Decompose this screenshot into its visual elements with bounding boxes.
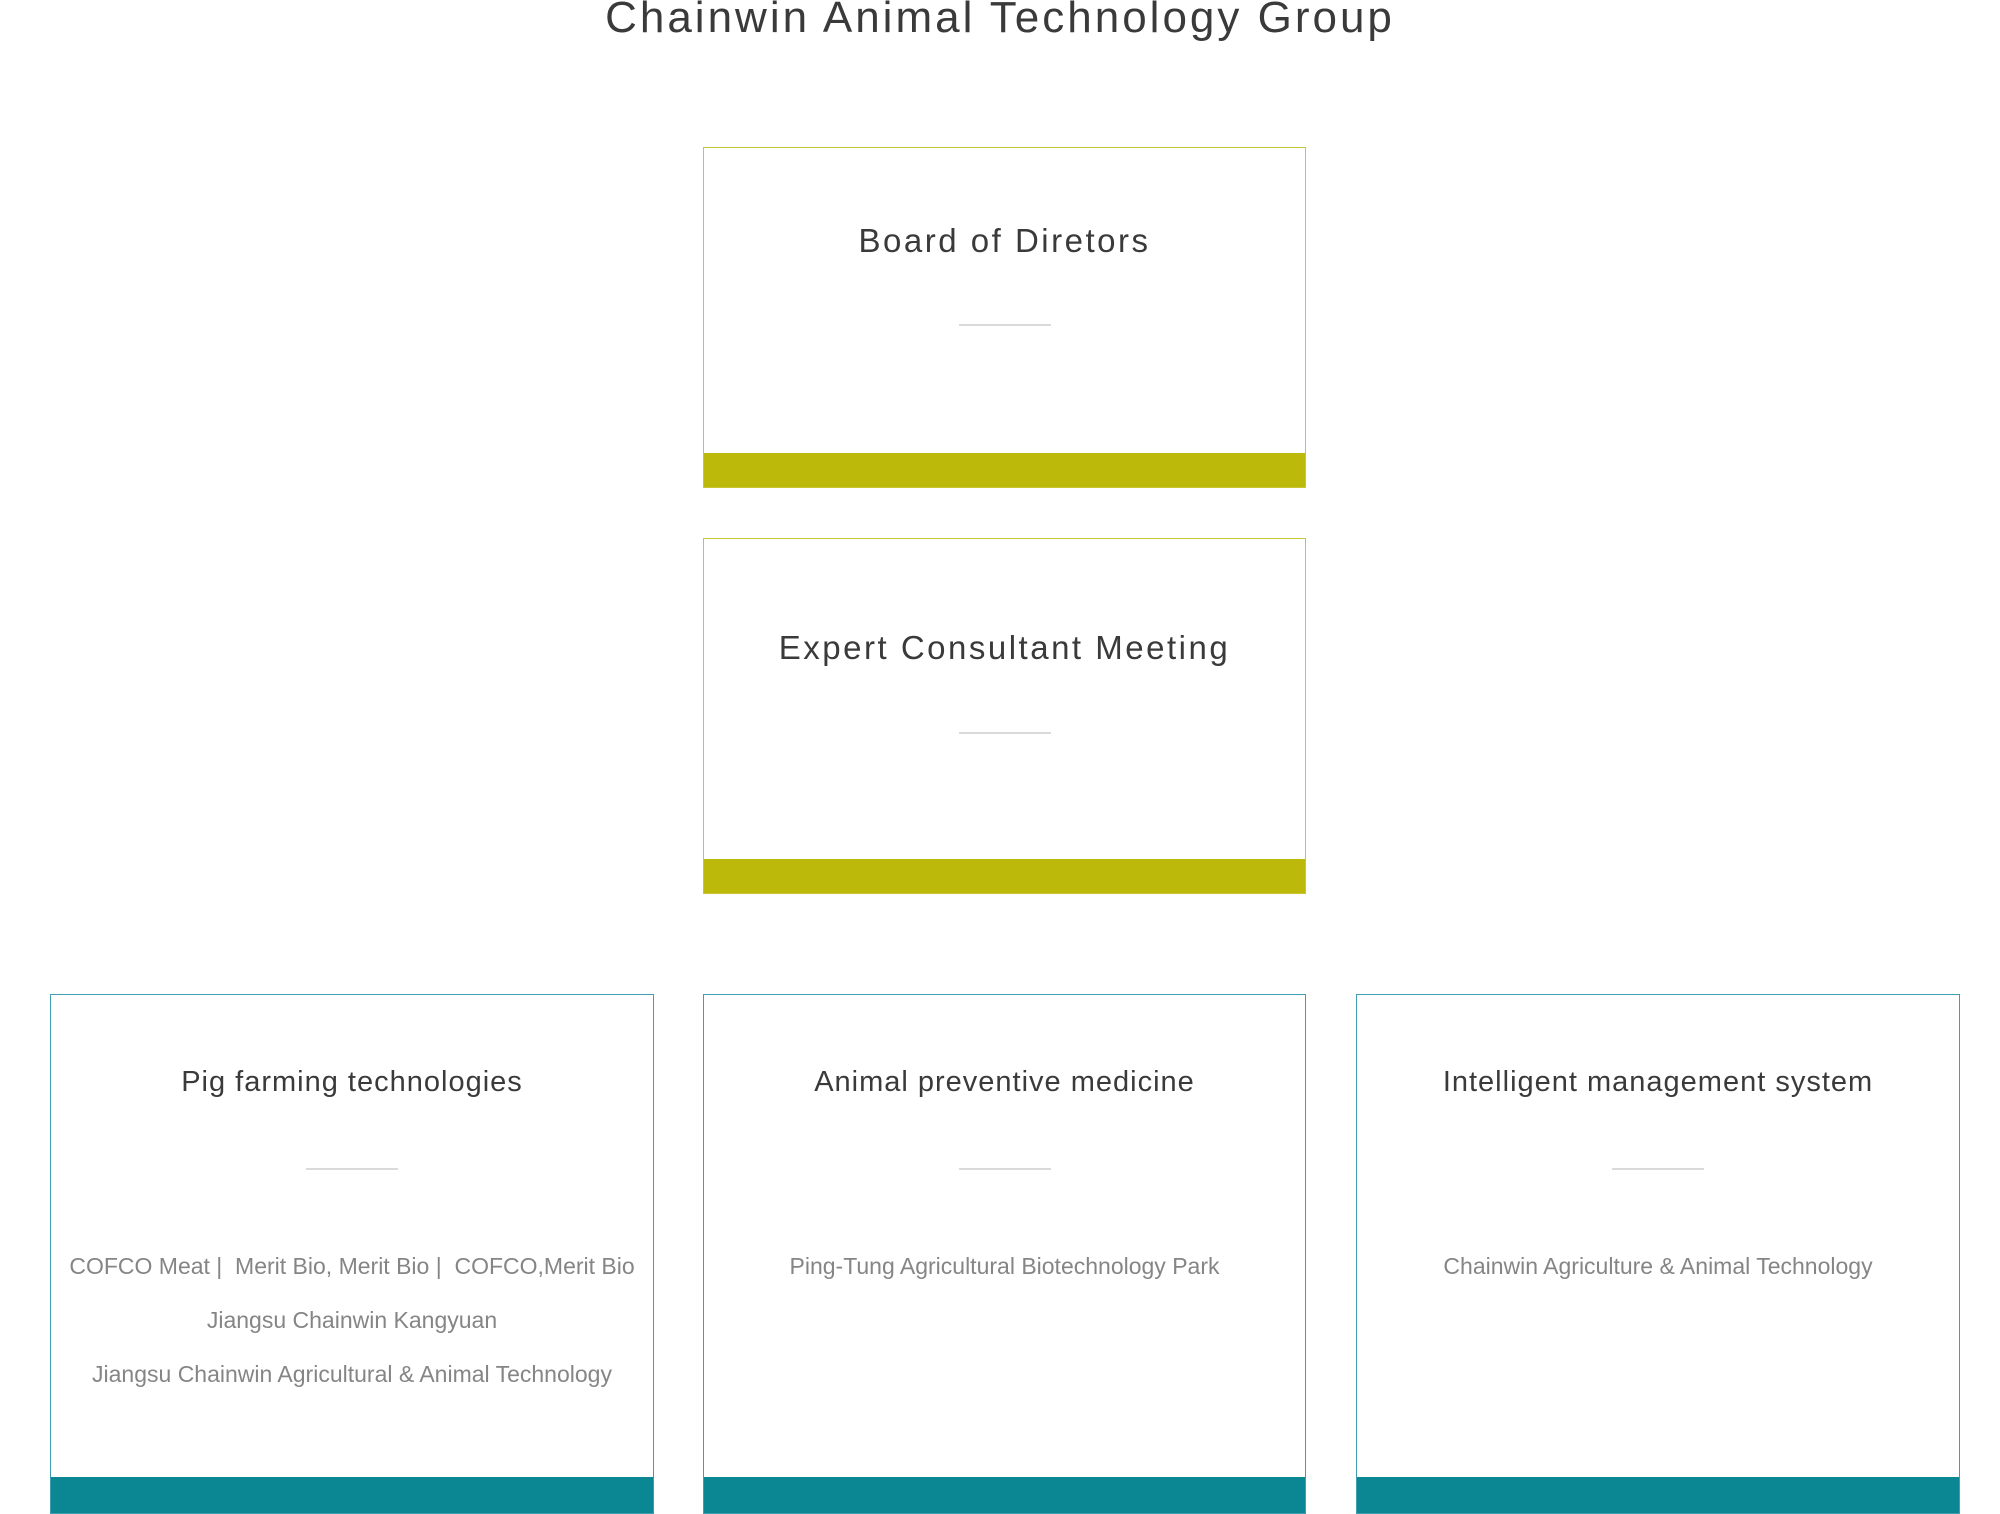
card-title: Intelligent management system	[1442, 1066, 1874, 1098]
card-accent-bar	[704, 859, 1305, 893]
company-list: COFCO Meat | Merit Bio, Merit Bio | COFC…	[51, 1239, 653, 1401]
list-item: Jiangsu Chainwin Agricultural & Animal T…	[92, 1361, 612, 1387]
card-accent-bar	[704, 453, 1305, 487]
card-title: Expert Consultant Meeting	[778, 629, 1231, 666]
card-divider	[958, 324, 1051, 326]
card-divider	[958, 732, 1051, 734]
list-item: Ping-Tung Agricultural Biotechnology Par…	[789, 1253, 1220, 1279]
intelligent-management-system-card: Intelligent management system Chainwin A…	[1356, 994, 1960, 1514]
list-item: COFCO Meat | Merit Bio, Merit Bio | COFC…	[69, 1253, 635, 1279]
card-accent-bar	[1357, 1477, 1959, 1513]
card-title: Animal preventive medicine	[814, 1066, 1195, 1098]
company-list: Ping-Tung Agricultural Biotechnology Par…	[704, 1239, 1305, 1293]
board-of-directors-card: Board of Diretors	[703, 147, 1306, 488]
page-title: Chainwin Animal Technology Group	[605, 0, 1395, 42]
animal-preventive-medicine-card: Animal preventive medicine Ping-Tung Agr…	[703, 994, 1306, 1514]
card-accent-bar	[704, 1477, 1305, 1513]
card-accent-bar	[51, 1477, 653, 1513]
pig-farming-technologies-card: Pig farming technologies COFCO Meat | Me…	[50, 994, 654, 1514]
list-item: Chainwin Agriculture & Animal Technology	[1443, 1253, 1873, 1279]
expert-consultant-meeting-card: Expert Consultant Meeting	[703, 538, 1306, 894]
card-divider	[1612, 1168, 1704, 1170]
card-title: Board of Diretors	[858, 222, 1151, 259]
card-title: Pig farming technologies	[181, 1066, 523, 1098]
company-list: Chainwin Agriculture & Animal Technology	[1357, 1239, 1959, 1293]
card-divider	[958, 1168, 1051, 1170]
card-divider	[306, 1168, 398, 1170]
list-item: Jiangsu Chainwin Kangyuan	[206, 1307, 498, 1333]
